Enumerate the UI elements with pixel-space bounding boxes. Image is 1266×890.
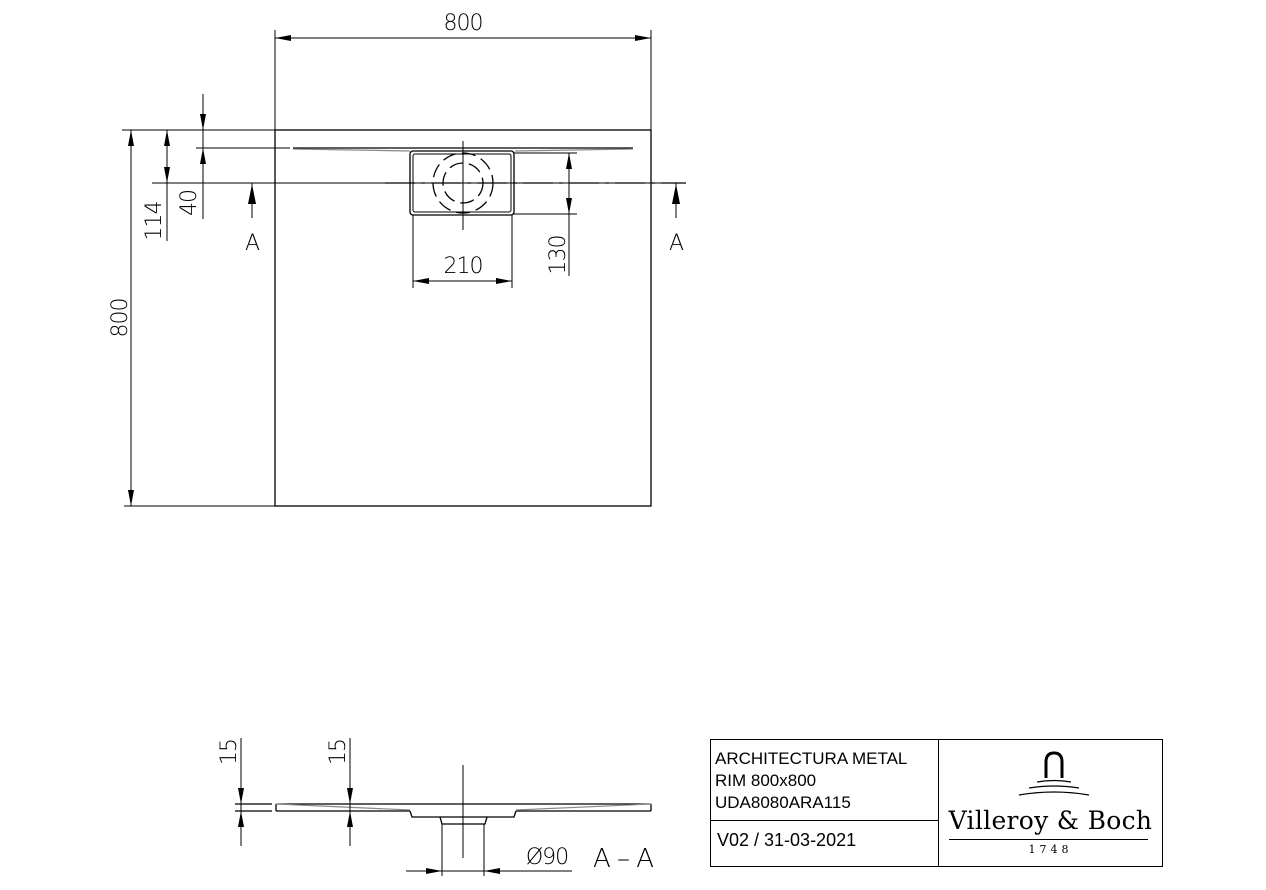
section-view: Ø90 A – A 15 15 <box>217 738 654 876</box>
product-code: UDA8080ARA115 <box>715 793 851 812</box>
rim-height-mid-label: 15 <box>326 739 351 765</box>
brand-logo: Villeroy & Boch 1748 <box>939 740 1162 866</box>
svg-text:A: A <box>669 231 684 256</box>
drain-offset-label: 114 <box>142 202 167 241</box>
channel-offset-label: 40 <box>177 190 202 216</box>
section-marker-right: A <box>669 183 685 256</box>
title-block-info: ARCHITECTURA METAL RIM 800x800 UDA8080AR… <box>711 740 939 866</box>
brand-year: 1748 <box>1028 843 1073 856</box>
product-variant: RIM 800x800 <box>715 771 817 790</box>
tray-outline <box>274 129 652 507</box>
product-description: ARCHITECTURA METAL RIM 800x800 UDA8080AR… <box>711 740 938 821</box>
brand-name: Villeroy & Boch <box>948 806 1153 835</box>
fountain-arch-icon <box>1018 751 1090 796</box>
width-dimension-label: 800 <box>444 11 483 36</box>
version-date: V02 / 31-03-2021 <box>717 830 857 850</box>
brand-rule <box>949 839 1148 840</box>
section-title: A – A <box>593 844 653 874</box>
outlet-diameter-label: Ø90 <box>526 845 568 870</box>
depth-dimension-label: 800 <box>108 299 133 338</box>
drain-box-width-label: 210 <box>444 254 483 279</box>
product-line: ARCHITECTURA METAL <box>715 749 908 768</box>
svg-text:A: A <box>245 231 260 256</box>
section-marker-left: A <box>245 183 261 256</box>
drain-box-depth-label: 130 <box>546 236 571 275</box>
plan-view: 800 800 114 40 <box>108 11 686 507</box>
title-block: ARCHITECTURA METAL RIM 800x800 UDA8080AR… <box>710 739 1163 867</box>
rim-height-left-label: 15 <box>217 739 242 765</box>
